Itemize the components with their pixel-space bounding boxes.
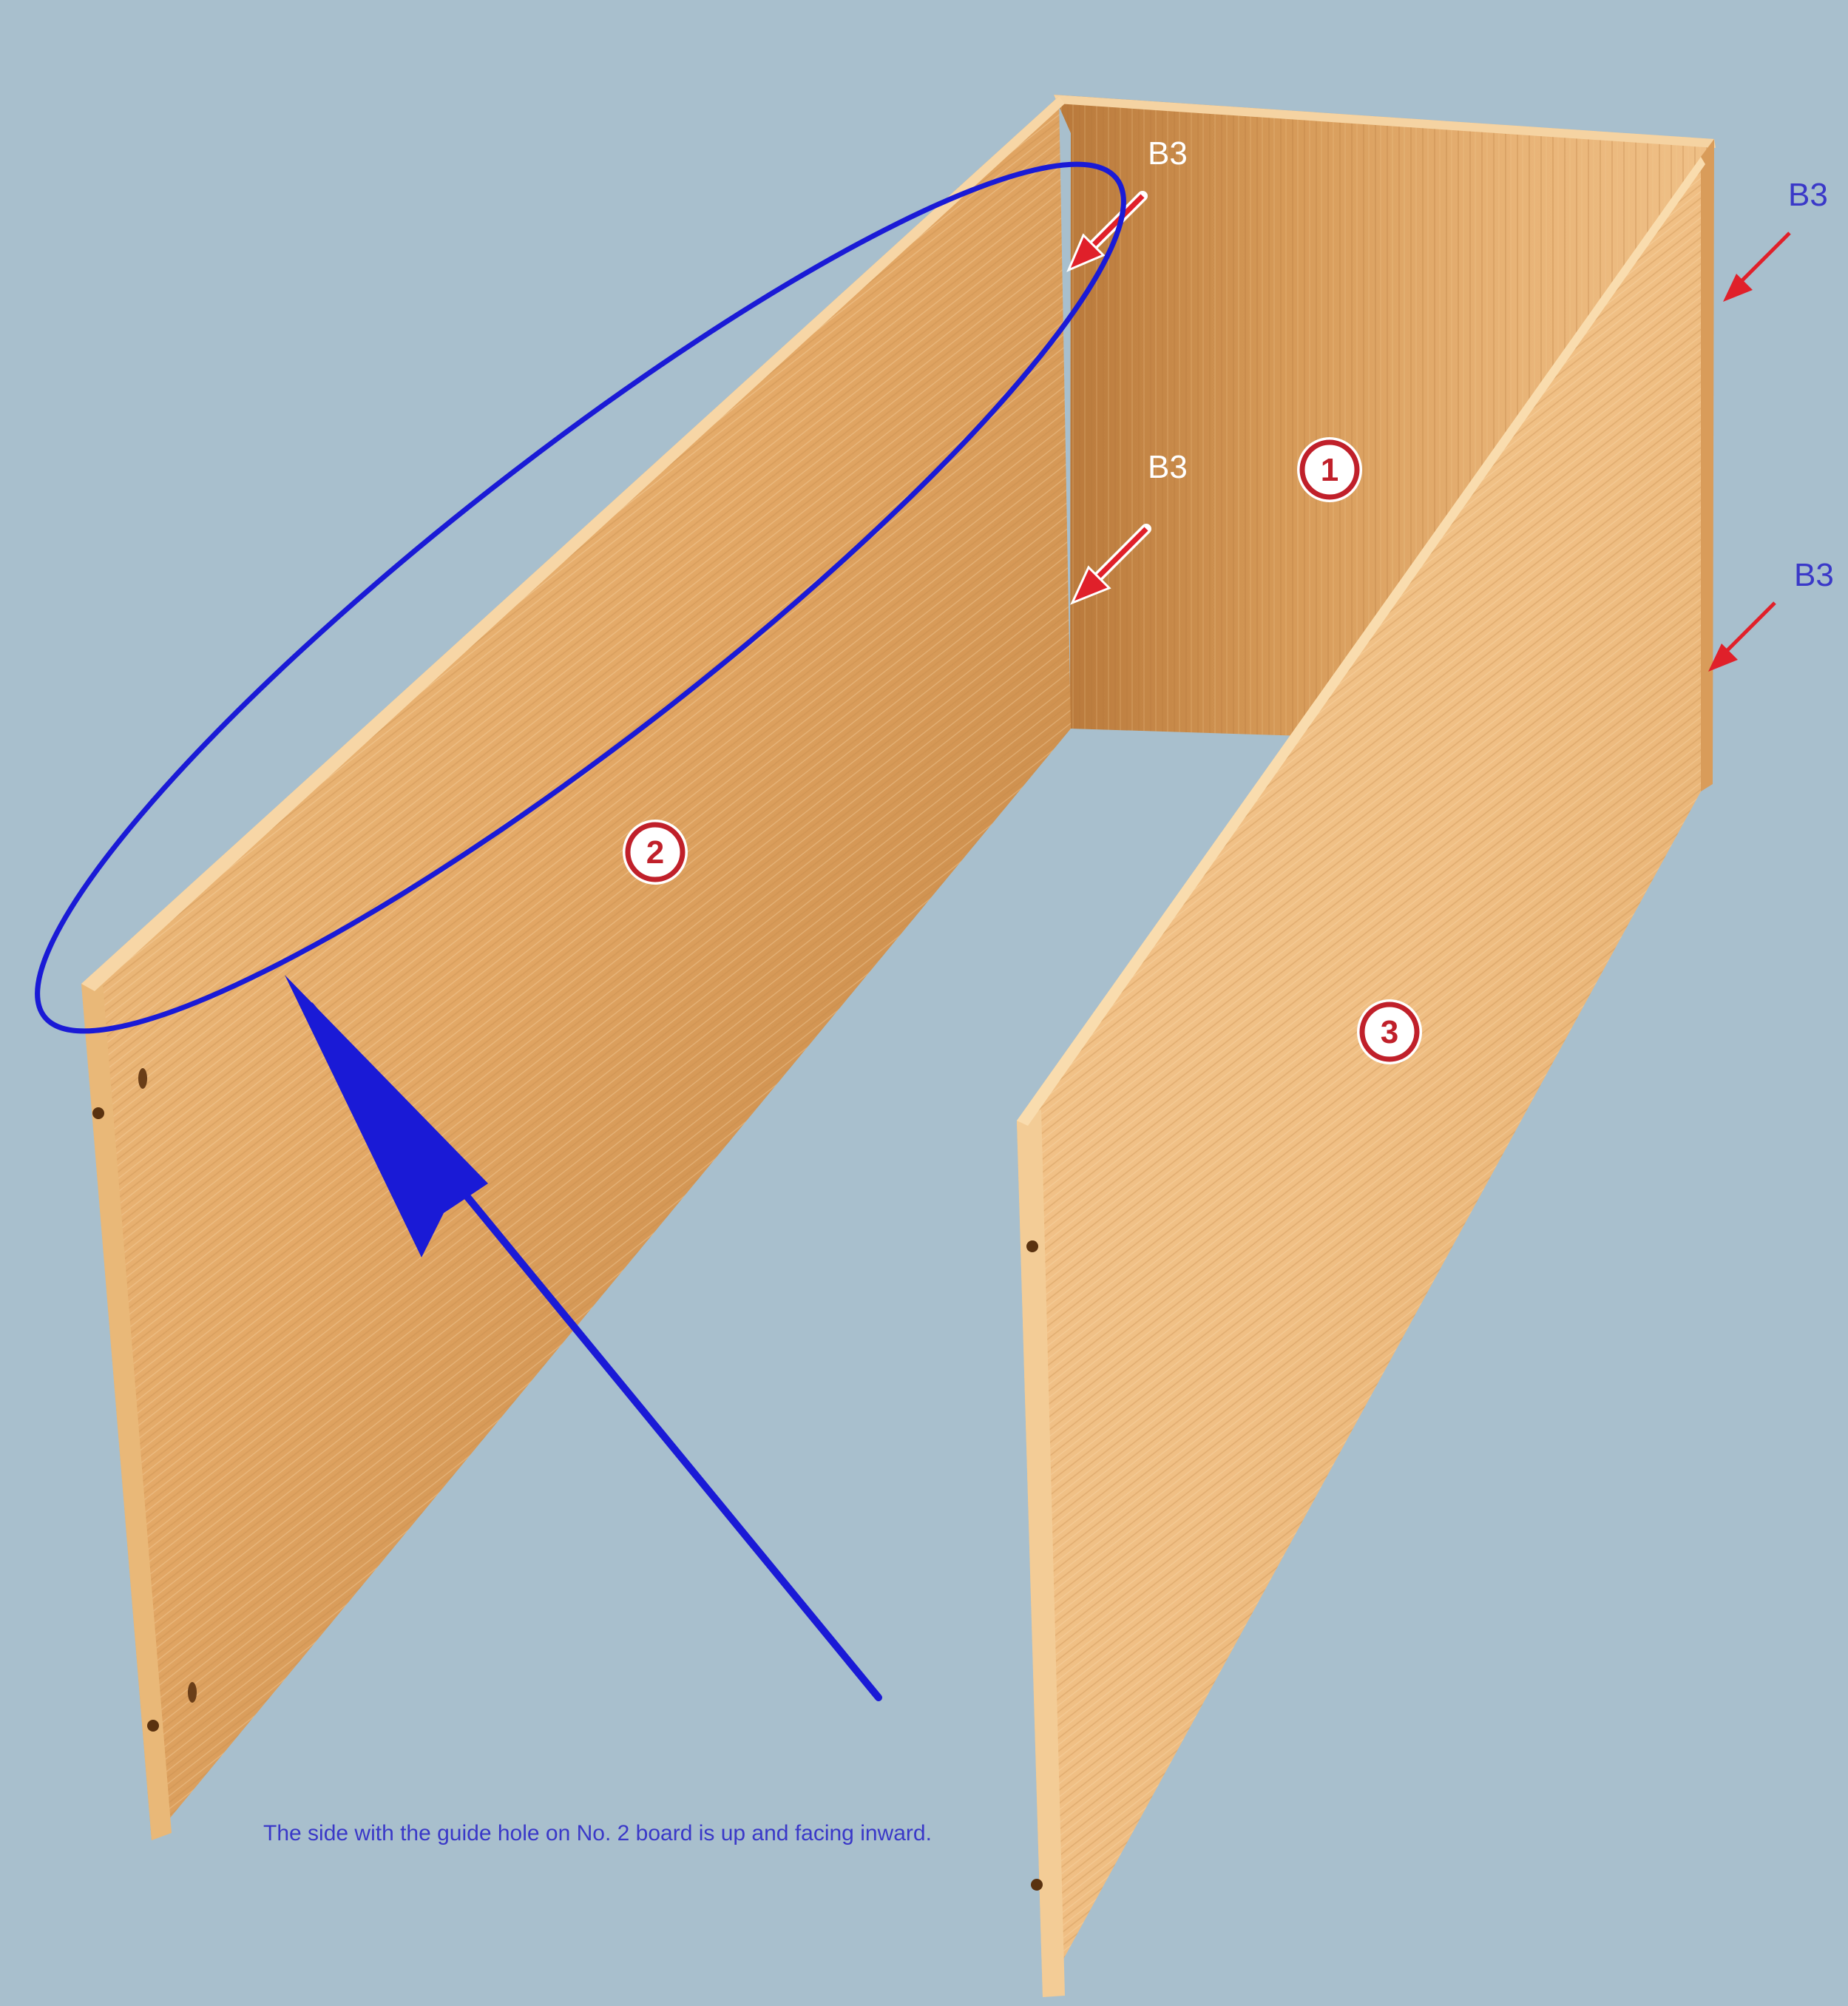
board-1-number-badge: 1 <box>1297 437 1362 502</box>
b3-arrow-right-top <box>1723 232 1791 302</box>
b3-label-top: B3 <box>1148 135 1188 172</box>
b3-arrow-top <box>1066 191 1148 272</box>
b3-label-right-top: B3 <box>1788 177 1828 213</box>
board-3-number: 3 <box>1381 1014 1398 1050</box>
board-1-number: 1 <box>1321 452 1338 488</box>
board-2-number-badge: 2 <box>623 820 688 885</box>
right-board-edge-holes <box>1026 1240 1043 1891</box>
board-2-left-panel <box>81 96 1071 1840</box>
board-3-right-panel <box>1017 139 1714 1997</box>
instruction-caption: The side with the guide hole on No. 2 bo… <box>263 1821 932 1845</box>
guide-hole-highlight-ellipse <box>35 161 1126 1034</box>
b3-arrow-right-bottom <box>1708 601 1776 672</box>
board-3-number-badge: 3 <box>1357 999 1422 1064</box>
guide-hole-pointer-arrow <box>285 975 882 1701</box>
board-2-number: 2 <box>646 834 664 871</box>
b3-label-right-bottom: B3 <box>1794 557 1834 593</box>
left-board-edge-holes <box>92 1107 159 1732</box>
b3-arrow-middle <box>1070 524 1151 605</box>
b3-label-middle: B3 <box>1148 449 1188 485</box>
